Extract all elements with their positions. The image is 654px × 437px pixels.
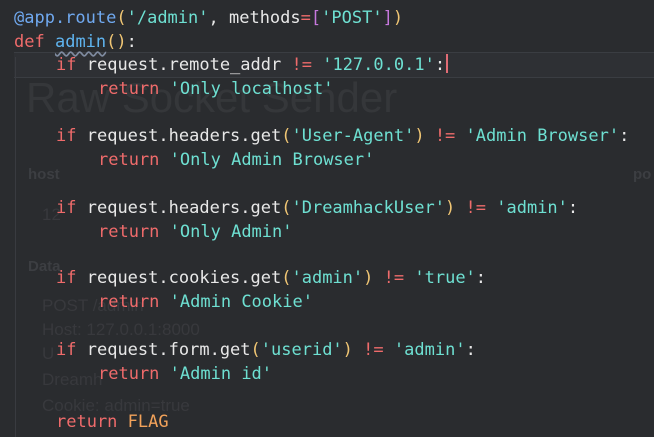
current-line-highlight: [14, 52, 654, 78]
code-line-return: return 'Only Admin': [98, 222, 293, 242]
code-line-if: if request.cookies.get('admin') != 'true…: [56, 268, 487, 288]
text-caret: [446, 54, 449, 73]
code-line-return: return 'Admin Cookie': [98, 292, 313, 312]
code-line-return: return 'Only localhost': [98, 79, 334, 99]
code-line-decorator: @app.route('/admin', methods=['POST']): [14, 8, 404, 28]
code-line-return-flag: return FLAG: [56, 412, 169, 432]
code-line-if: if request.form.get('userid') != 'admin'…: [56, 340, 476, 360]
code-line-if: if request.remote_addr != '127.0.0.1':: [56, 53, 449, 77]
code-line-if: if request.headers.get('User-Agent') != …: [56, 126, 630, 146]
code-line-return: return 'Only Admin Browser': [98, 150, 375, 170]
code-line-def: def admin():: [14, 32, 137, 52]
code-line-return: return 'Admin id': [98, 364, 273, 384]
indent-guide: [15, 57, 16, 437]
code-line-if: if request.headers.get('DreamhackUser') …: [56, 198, 579, 218]
